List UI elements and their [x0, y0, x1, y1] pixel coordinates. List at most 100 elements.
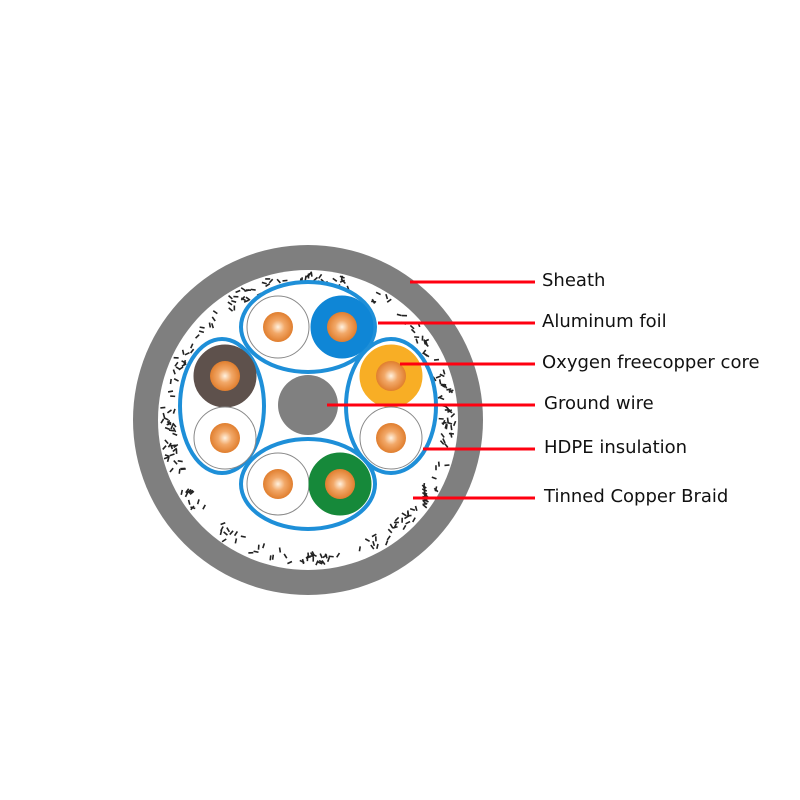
braid-mark — [401, 314, 408, 317]
braid-mark — [221, 538, 227, 543]
braid-mark — [409, 324, 415, 330]
braid-mark — [198, 330, 205, 334]
braid-mark — [318, 273, 323, 279]
braid-mark — [282, 279, 288, 282]
braid-mark — [210, 323, 215, 329]
braid-mark — [448, 388, 454, 394]
braid-mark — [375, 291, 381, 296]
braid-mark — [180, 489, 184, 496]
braid-mark — [326, 556, 331, 563]
braid-mark — [189, 490, 195, 496]
braid-mark — [229, 530, 234, 536]
braid-mark — [169, 467, 174, 473]
braid-mark — [445, 424, 448, 430]
braid-mark — [228, 307, 234, 312]
braid-mark — [374, 536, 377, 542]
braid-mark — [166, 409, 172, 414]
braid-mark — [278, 547, 282, 553]
braid-mark — [160, 406, 166, 409]
braid-mark — [385, 540, 389, 546]
braid-mark — [245, 296, 251, 301]
braid-mark — [169, 444, 174, 450]
braid-mark — [372, 540, 376, 547]
braid-mark — [317, 561, 323, 565]
braid-mark — [166, 456, 170, 463]
braid-mark — [162, 412, 166, 419]
braid-mark — [257, 544, 260, 550]
braid-mark — [444, 464, 450, 467]
braid-mark — [401, 517, 404, 523]
braid-mark — [271, 554, 275, 560]
braid-mark — [422, 504, 428, 509]
copper-core — [210, 423, 240, 453]
braid-mark — [172, 422, 177, 428]
twisted-pairs — [178, 280, 438, 531]
braid-mark — [409, 507, 416, 512]
braid-mark — [167, 420, 170, 426]
braid-mark — [265, 283, 271, 288]
braid-mark — [190, 505, 195, 511]
braid-mark — [190, 343, 194, 349]
braid-mark — [164, 439, 169, 445]
braid-mark — [233, 305, 236, 311]
braid-mark — [315, 560, 319, 566]
braid-mark — [423, 498, 429, 503]
braid-mark — [172, 447, 178, 453]
copper-core — [376, 361, 406, 391]
braid-mark — [437, 394, 443, 399]
braid-mark — [173, 378, 179, 382]
braid-mark — [240, 295, 246, 301]
braid-mark — [386, 535, 391, 541]
braid-mark — [188, 489, 194, 494]
braid-mark — [163, 456, 170, 460]
braid-mark — [253, 550, 259, 554]
braid-mark — [177, 460, 183, 463]
braid-mark — [184, 351, 190, 356]
braid-mark — [244, 289, 250, 293]
braid-mark — [299, 559, 305, 564]
braid-mark — [370, 544, 375, 550]
braid-mark — [173, 356, 179, 359]
braid-mark — [452, 420, 457, 427]
braid-mark — [364, 538, 371, 542]
braid-mark — [169, 378, 172, 385]
braid-mark — [394, 516, 400, 522]
braid-mark — [170, 395, 176, 398]
braid-mark — [438, 417, 444, 420]
braid-mark — [410, 328, 416, 334]
braid-mark — [269, 555, 272, 561]
braid-mark — [178, 366, 184, 371]
braid-mark — [431, 476, 437, 480]
braid-mark — [439, 396, 445, 401]
copper-core — [376, 423, 406, 453]
braid-mark — [187, 499, 191, 505]
label-ground-wire: Ground wire — [544, 393, 654, 414]
braid-mark — [172, 427, 177, 433]
braid-mark — [283, 553, 288, 559]
braid-mark — [220, 526, 224, 532]
braid-mark — [220, 521, 226, 526]
braid-mark — [336, 552, 341, 558]
braid-mark — [233, 295, 239, 298]
braid-mark — [240, 287, 246, 292]
braid-mark — [160, 418, 165, 424]
braid-mark — [402, 524, 407, 531]
braid-mark — [433, 487, 439, 493]
copper-core — [325, 469, 355, 499]
braid-mark — [412, 517, 416, 523]
copper-core — [263, 312, 293, 342]
braid-mark — [405, 520, 411, 525]
braid-mark — [164, 454, 170, 458]
braid-mark — [311, 553, 317, 558]
braid-mark — [208, 322, 212, 328]
copper-core — [210, 361, 240, 391]
braid-mark — [447, 421, 453, 425]
braid-mark — [332, 277, 338, 282]
braid-mark — [440, 383, 446, 388]
braid-mark — [441, 421, 447, 425]
copper-core — [327, 312, 357, 342]
braid-mark — [184, 492, 189, 498]
braid-mark — [389, 523, 394, 529]
braid-mark — [261, 281, 267, 285]
braid-mark — [250, 288, 256, 291]
